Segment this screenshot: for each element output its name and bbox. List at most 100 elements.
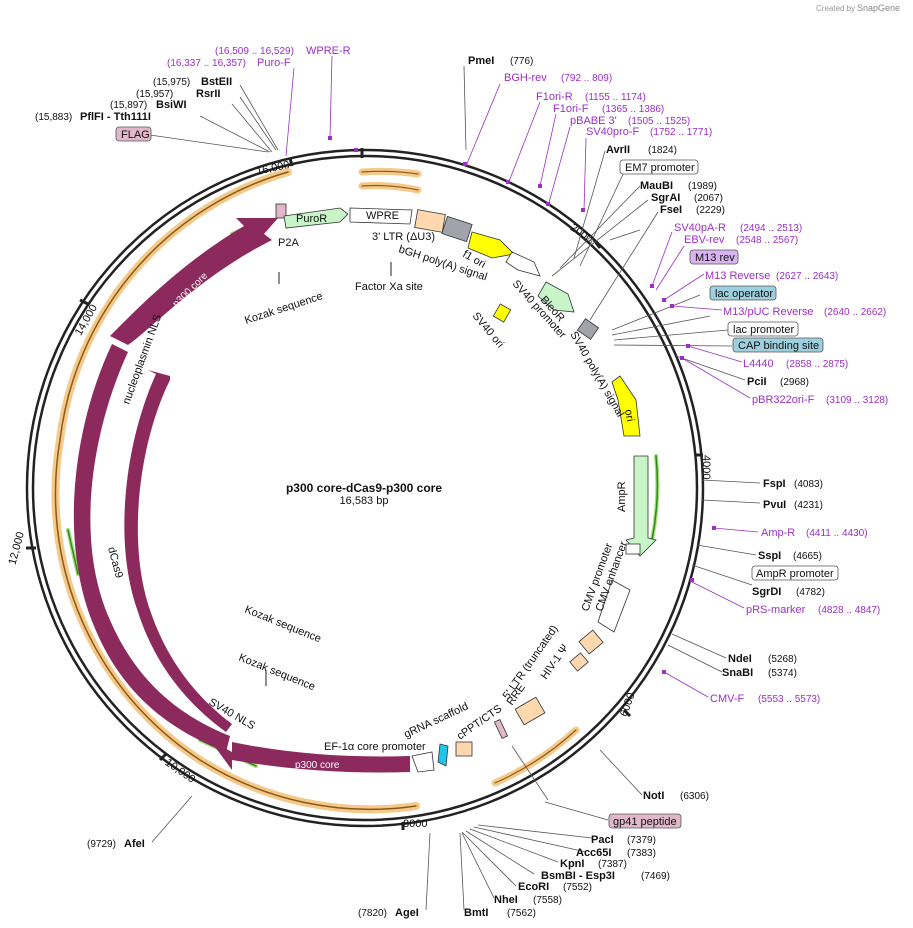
lac-operator-box (709, 285, 777, 301)
site-avrii-pos: (1824) (648, 145, 677, 156)
primer-bgh-rev[interactable]: BGH-rev (504, 72, 547, 84)
primer-prs-marker[interactable]: pRS-marker (746, 604, 806, 616)
site-kpni-pos: (7387) (598, 859, 627, 870)
site-bsteii[interactable]: BstEII (201, 76, 232, 88)
site-rsrii[interactable]: RsrII (196, 88, 220, 100)
site-fspi[interactable]: FspI (763, 478, 786, 490)
em7-box (619, 159, 699, 175)
backbone-outer (25, 148, 705, 828)
feature-wpre: WPRE (366, 210, 399, 222)
feature-m13-rev: M13 rev (695, 252, 735, 264)
site-paci[interactable]: PacI (591, 834, 614, 846)
site-snabi-pos: (5374) (768, 668, 797, 679)
primer-sv40pa-r[interactable]: SV40pA-R (674, 222, 726, 234)
site-kpni[interactable]: KpnI (560, 858, 584, 870)
primer-ebv-rev-pos: (2548 .. 2567) (736, 235, 798, 246)
site-paci-pos: (7379) (627, 835, 656, 846)
site-afei-pos: (9729) (87, 839, 116, 850)
site-agei-pos: (7820) (358, 908, 387, 919)
site-pflfi[interactable]: PflFI - Tth111I (80, 111, 151, 123)
site-pvui[interactable]: PvuI (763, 499, 786, 511)
primer-f1ori-f[interactable]: F1ori-F (553, 103, 589, 115)
site-afei[interactable]: AfeI (124, 838, 145, 850)
primer-leader-lines (285, 55, 759, 698)
feature-puror: PuroR (296, 213, 327, 225)
tick-12000: 12,000 (7, 531, 27, 567)
primer-puro-f[interactable]: Puro-F (257, 57, 291, 69)
primer-f1ori-r[interactable]: F1ori-R (536, 91, 573, 103)
feature-p300-core-bottom: p300 core (295, 760, 340, 771)
site-fspi-pos: (4083) (794, 479, 823, 490)
primer-pbabe3[interactable]: pBABE 3' (570, 115, 617, 127)
site-avrii[interactable]: AvrII (606, 144, 630, 156)
site-nhei-pos: (7558) (533, 895, 562, 906)
primer-cmv-f[interactable]: CMV-F (710, 693, 745, 705)
feature-gp41-peptide: gp41 peptide (613, 816, 677, 828)
lac-promoter-box (727, 321, 799, 337)
site-sgrai[interactable]: SgrAI (651, 192, 680, 204)
feature-flag: FLAG (121, 129, 150, 141)
feature-3ltr: 3' LTR (ΔU3) (372, 231, 435, 243)
ticks (26, 148, 703, 830)
primer-sv40pro-f[interactable]: SV40pro-F (586, 126, 639, 138)
primer-m13-reverse-pos: (2627 .. 2643) (776, 271, 838, 282)
site-ndei[interactable]: NdeI (728, 653, 752, 665)
m13rev-box (689, 249, 739, 265)
site-nhei[interactable]: NheI (494, 894, 518, 906)
feature-ampr: AmpR (616, 481, 628, 512)
primer-pbr322ori-f[interactable]: pBR322ori-F (752, 394, 815, 406)
primer-amp-r-pos: (4411 .. 4430) (806, 528, 868, 539)
primer-cmv-f-pos: (5553 .. 5573) (758, 694, 820, 705)
site-bmti[interactable]: BmtI (464, 907, 488, 919)
site-bmti-pos: (7562) (507, 908, 536, 919)
tick-8000: 8000 (403, 818, 427, 830)
primer-m13puc-reverse[interactable]: M13/pUC Reverse (723, 306, 813, 318)
credit-text: Created by (816, 4, 855, 13)
feature-kozak-b: Kozak sequence (237, 652, 317, 694)
cap-box (732, 337, 824, 353)
site-acc65i[interactable]: Acc65I (576, 847, 611, 859)
site-pmei-pos: (776) (510, 56, 533, 67)
site-ecori[interactable]: EcoRI (518, 881, 549, 893)
tick-4000: 4000 (700, 455, 712, 479)
site-agei[interactable]: AgeI (395, 907, 419, 919)
site-pflfi-pos: (15,883) (35, 112, 72, 123)
primer-l4440-pos: (2858 .. 2875) (786, 359, 848, 370)
primer-f1ori-r-pos: (1155 .. 1174) (585, 92, 646, 103)
site-rsrii-pos: (15,957) (136, 89, 173, 100)
primer-wpre-r[interactable]: WPRE-R (306, 45, 351, 57)
site-maubi-pos: (1989) (688, 181, 717, 192)
site-bsmbi-pos: (7469) (641, 871, 670, 882)
feature-lac-promoter: lac promoter (733, 324, 794, 336)
site-sspi[interactable]: SspI (758, 550, 781, 562)
site-bsiwi[interactable]: BsiWI (156, 99, 187, 111)
primer-prs-marker-pos: (4828 .. 4847) (818, 605, 880, 616)
feature-p2a: P2A (278, 237, 299, 249)
tick-10000: 10,000 (163, 757, 197, 786)
site-fsei[interactable]: FseI (660, 204, 682, 216)
primer-m13-reverse[interactable]: M13 Reverse (705, 270, 770, 282)
site-pcii[interactable]: PciI (747, 376, 767, 388)
site-sgrdi[interactable]: SgrDI (752, 586, 781, 598)
primer-l4440[interactable]: L4440 (743, 358, 774, 370)
feature-lac-operator: lac operator (715, 288, 773, 300)
site-noti[interactable]: NotI (643, 790, 664, 802)
site-ndei-pos: (5268) (768, 654, 797, 665)
site-snabi[interactable]: SnaBI (722, 667, 753, 679)
site-noti-pos: (6306) (680, 791, 709, 802)
primer-amp-r[interactable]: Amp-R (761, 527, 795, 539)
feature-dcas9: dCas9 (105, 546, 125, 580)
feature-kozak-c: Kozak sequence (243, 290, 324, 327)
maroon-arrows (73, 218, 410, 773)
site-pvui-pos: (4231) (794, 500, 823, 511)
site-maubi[interactable]: MauBI (640, 180, 673, 192)
backbone-inner (31, 154, 699, 822)
site-pmei[interactable]: PmeI (468, 55, 494, 67)
feature-em7-promoter: EM7 promoter (625, 162, 695, 174)
primer-ebv-rev[interactable]: EBV-rev (684, 234, 725, 246)
plasmid-title: p300 core-dCas9-p300 core (286, 481, 442, 495)
site-bsmbi[interactable]: BsmBI - Esp3I (541, 870, 615, 882)
primer-m13puc-reverse-pos: (2640 .. 2662) (824, 307, 886, 318)
primer-bgh-rev-pos: (792 .. 809) (561, 73, 612, 84)
